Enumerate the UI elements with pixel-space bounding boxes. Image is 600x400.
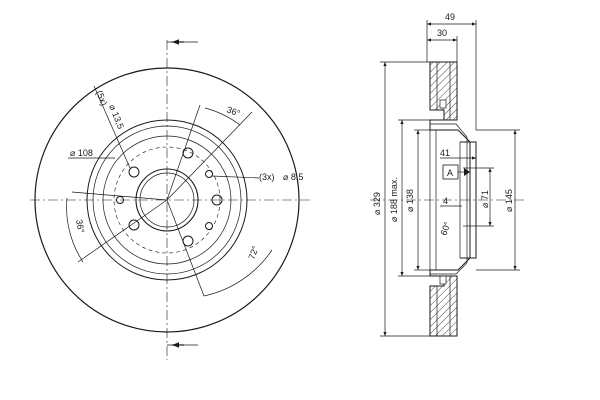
angle-left-label: 36° — [74, 219, 86, 235]
center-bore — [135, 168, 199, 232]
hat-profile-inner — [430, 123, 468, 275]
hub-diameter-label: ⌀ 145 — [504, 189, 514, 212]
overall-thickness-label: 49 — [445, 12, 455, 22]
bolt-hole-diameter-label: ⌀ 13,5 — [107, 103, 126, 130]
small-holes — [116, 170, 213, 230]
disc-thickness-label: 30 — [437, 28, 447, 38]
disc-outer-edge — [34, 67, 300, 333]
bolt-hole — [128, 219, 140, 231]
hub-face-edge — [102, 135, 232, 265]
small-hole — [116, 196, 124, 204]
friction-ring-bottom-section — [429, 275, 458, 337]
friction-ring-inner-edge — [86, 119, 248, 281]
front-view: (5x) ⌀ 13,5 ⌀ 108 36° 36° 72° (3x) ⌀ 8,5 — [30, 39, 310, 360]
bolt-circle-line — [113, 146, 221, 254]
bolt-holes — [128, 147, 223, 247]
bolt-hole — [211, 194, 223, 206]
datum-a-label: A — [447, 168, 453, 178]
center-bore-diameter-label: ⌀ 71 — [480, 190, 490, 208]
center-bore-chamfer — [139, 172, 195, 228]
flange-thickness-label: 4 — [443, 196, 448, 206]
small-hole-diameter-label: ⌀ 8,5 — [283, 172, 303, 182]
hat-depth-label: 41 — [440, 148, 450, 158]
small-hole — [205, 170, 213, 178]
side-view: 49 30 A 41 4 60° — [370, 12, 525, 337]
bolt-hole — [128, 166, 140, 178]
bolt-circle-label: ⌀ 108 — [70, 148, 93, 158]
hat-angle-label: 60° — [438, 220, 452, 237]
max-diameter-label: ⌀ 188 max. — [389, 177, 399, 222]
small-holes-count-label: (3x) — [259, 172, 275, 182]
hub-flange — [460, 141, 477, 259]
outer-diameter-label: ⌀ 329 — [372, 192, 382, 215]
diameter-138-label: ⌀ 138 — [405, 189, 415, 212]
friction-ring-top-section — [429, 61, 458, 121]
small-hole — [205, 222, 213, 230]
angle-top-label: 36° — [225, 104, 242, 118]
hat-outer-edge — [92, 125, 242, 275]
bolt-holes-count-label: (5x) — [94, 89, 109, 107]
angle-bottom-label: 72° — [246, 244, 260, 261]
